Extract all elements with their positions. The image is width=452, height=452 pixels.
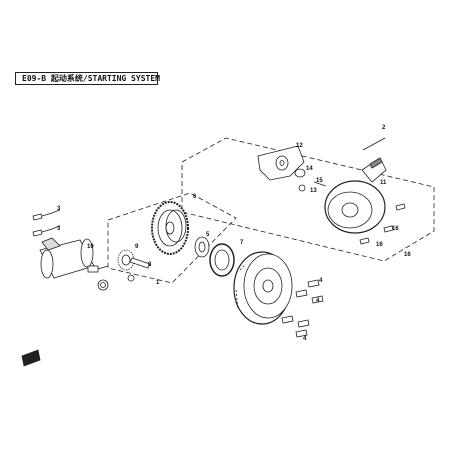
group-outline-2	[181, 137, 435, 262]
callout-12: 12	[296, 143, 303, 149]
front-arrow-icon	[21, 349, 41, 367]
callout-8: 8	[148, 262, 152, 268]
part-6-reduction-gear	[151, 201, 189, 255]
flywheel-rotor	[233, 251, 293, 325]
part-7-clutch	[209, 243, 235, 277]
part-5-bearing	[194, 236, 210, 258]
part-14-washer	[294, 168, 306, 178]
callout-16-b: 16	[376, 242, 383, 248]
part-3-bolts	[32, 209, 61, 237]
part-13-bolt	[298, 184, 306, 192]
part-16-bolts	[359, 203, 406, 245]
callout-4-b: 4	[316, 298, 320, 304]
callout-6: 6	[193, 194, 197, 200]
callout-1: 1	[156, 280, 160, 286]
callout-4-c: 4	[303, 336, 307, 342]
part-11-recoil-starter	[324, 157, 387, 234]
callout-5: 5	[206, 232, 210, 238]
part-8-shaft	[129, 257, 151, 269]
callout-3-upper: 3	[57, 206, 61, 212]
part-10-starter-motor	[39, 237, 109, 291]
diagram-title: E09-B 起动系统/STARTING SYSTEM	[15, 72, 160, 85]
callout-4-a: 4	[319, 278, 323, 284]
callout-16-c: 16	[404, 252, 411, 258]
callout-7: 7	[240, 240, 244, 246]
callout-2: 2	[382, 125, 386, 131]
callout-13: 13	[310, 188, 317, 194]
callout-14: 14	[306, 166, 313, 172]
part-12-ratchet-bracket	[257, 145, 305, 181]
callout-10: 10	[87, 244, 94, 250]
callout-9: 9	[135, 244, 139, 250]
part-8-shaft-end	[127, 274, 135, 282]
callout-15: 15	[316, 178, 323, 184]
callout-16-a: 16	[392, 226, 399, 232]
callout-3-lower: 3	[57, 226, 61, 232]
part-4-bolts	[281, 279, 324, 338]
callout-11: 11	[380, 180, 387, 186]
